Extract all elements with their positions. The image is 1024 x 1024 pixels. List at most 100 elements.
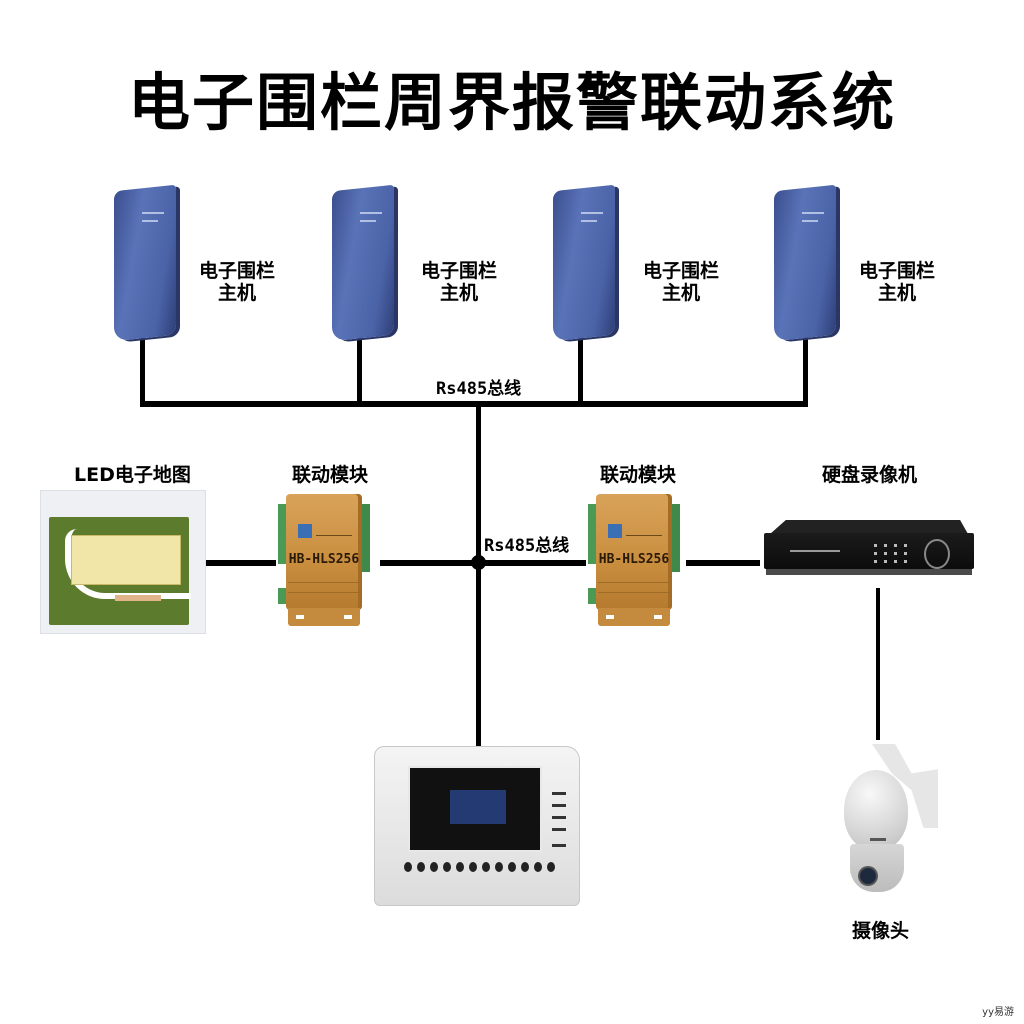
keyboard-lcd [450, 790, 506, 824]
brand-logo-icon [608, 524, 622, 538]
upper-bus-line [140, 401, 808, 407]
fence-host-icon [332, 184, 394, 342]
host-drop-wire-1 [140, 336, 145, 406]
dvr-button [904, 560, 907, 563]
dvr-button [874, 544, 877, 547]
keyboard-key [521, 862, 529, 872]
linkage-module-icon [596, 494, 672, 610]
bus-junction [471, 555, 486, 570]
keyboard-side-button [552, 816, 566, 819]
label-line: 主机 [661, 282, 700, 304]
linkage-module-icon [286, 494, 362, 610]
keyboard-key [456, 862, 464, 872]
keyboard-side-button [552, 792, 566, 795]
indicator-text [360, 220, 376, 222]
keyboard-side-button [552, 828, 566, 831]
dvr-button [874, 552, 877, 555]
camera-link-line [876, 588, 880, 740]
keyboard-side-button [552, 844, 566, 847]
dvr-button [894, 560, 897, 563]
fence-host-2[interactable] [332, 180, 402, 342]
brand-text [626, 527, 662, 536]
label-line: 主机 [877, 282, 916, 304]
mount-hole [296, 615, 304, 619]
linkage-module-left-label: 联动模块 [292, 464, 369, 486]
keyboard-key [547, 862, 555, 872]
trunk-line [476, 404, 481, 746]
fence-host-3[interactable] [553, 180, 623, 342]
fence-host-3-label: 电子围栏 主机 [636, 260, 726, 304]
module-model: HB-HLS256 [598, 552, 670, 567]
linkage-module-left[interactable]: HB-HLS256 [276, 490, 372, 630]
case-groove [598, 582, 670, 583]
fence-host-4[interactable] [774, 180, 844, 342]
indicator-text [360, 212, 382, 214]
host-drop-wire-3 [578, 336, 583, 406]
fence-host-1[interactable] [114, 180, 184, 342]
terminal-block [278, 588, 287, 604]
dvr-link-line [686, 560, 760, 566]
indicator-text [802, 212, 824, 214]
keyboard-key [482, 862, 490, 872]
case-groove [288, 592, 360, 593]
dvr-model-text [790, 550, 840, 552]
mount-hole [606, 615, 614, 619]
indicator-text [802, 220, 818, 222]
dvr-jog-dial [924, 539, 950, 569]
map-building [71, 535, 181, 585]
camera-brand [870, 838, 886, 841]
control-keyboard-icon[interactable] [374, 746, 580, 906]
keyboard-key [404, 862, 412, 872]
host-drop-wire-4 [803, 336, 808, 406]
brand-logo-icon [298, 524, 312, 538]
dome-camera-icon[interactable] [838, 744, 942, 896]
keyboard-key [443, 862, 451, 872]
diagram-title: 电子围栏周界报警联动系统 [127, 66, 896, 139]
host-drop-wire-2 [357, 336, 362, 406]
keyboard-key [469, 862, 477, 872]
label-line: 主机 [217, 282, 256, 304]
watermark: yy易游 [982, 1007, 1014, 1018]
dvr-button [904, 544, 907, 547]
upper-bus-label: Rs485总线 [436, 379, 522, 399]
dvr-button [904, 552, 907, 555]
led-map-icon[interactable] [40, 490, 206, 634]
dvr-button [884, 560, 887, 563]
terminal-block [278, 504, 287, 564]
label-line: 电子围栏 [858, 260, 935, 282]
keyboard-key [417, 862, 425, 872]
label-line: 电子围栏 [642, 260, 719, 282]
dvr-button [894, 544, 897, 547]
fence-host-icon [553, 184, 615, 342]
linkage-module-right[interactable]: HB-HLS256 [586, 490, 682, 630]
camera-label: 摄像头 [852, 920, 910, 942]
mount-flange [598, 608, 670, 626]
fence-host-icon [774, 184, 836, 342]
terminal-block [671, 504, 680, 572]
mount-flange [288, 608, 360, 626]
brand-text [316, 527, 352, 536]
terminal-block [361, 504, 370, 572]
fence-host-4-label: 电子围栏 主机 [852, 260, 942, 304]
keyboard-key [534, 862, 542, 872]
fence-host-icon [114, 184, 176, 342]
lower-bus-label: Rs485总线 [484, 536, 570, 556]
case-groove [288, 582, 360, 583]
dvr-button [884, 552, 887, 555]
label-line: 电子围栏 [420, 260, 497, 282]
terminal-block [588, 588, 597, 604]
dvr-button [874, 560, 877, 563]
keyboard-key [495, 862, 503, 872]
indicator-text [581, 212, 603, 214]
indicator-text [581, 220, 597, 222]
dvr-icon[interactable] [764, 520, 974, 582]
case-groove [598, 592, 670, 593]
linkage-module-right-label: 联动模块 [600, 464, 677, 486]
keyboard-key [430, 862, 438, 872]
keyboard-screen [408, 766, 542, 852]
camera-lens [860, 868, 876, 884]
terminal-block [588, 504, 597, 564]
map-strip [115, 595, 161, 601]
mount-hole [654, 615, 662, 619]
map-link-line [206, 560, 276, 566]
